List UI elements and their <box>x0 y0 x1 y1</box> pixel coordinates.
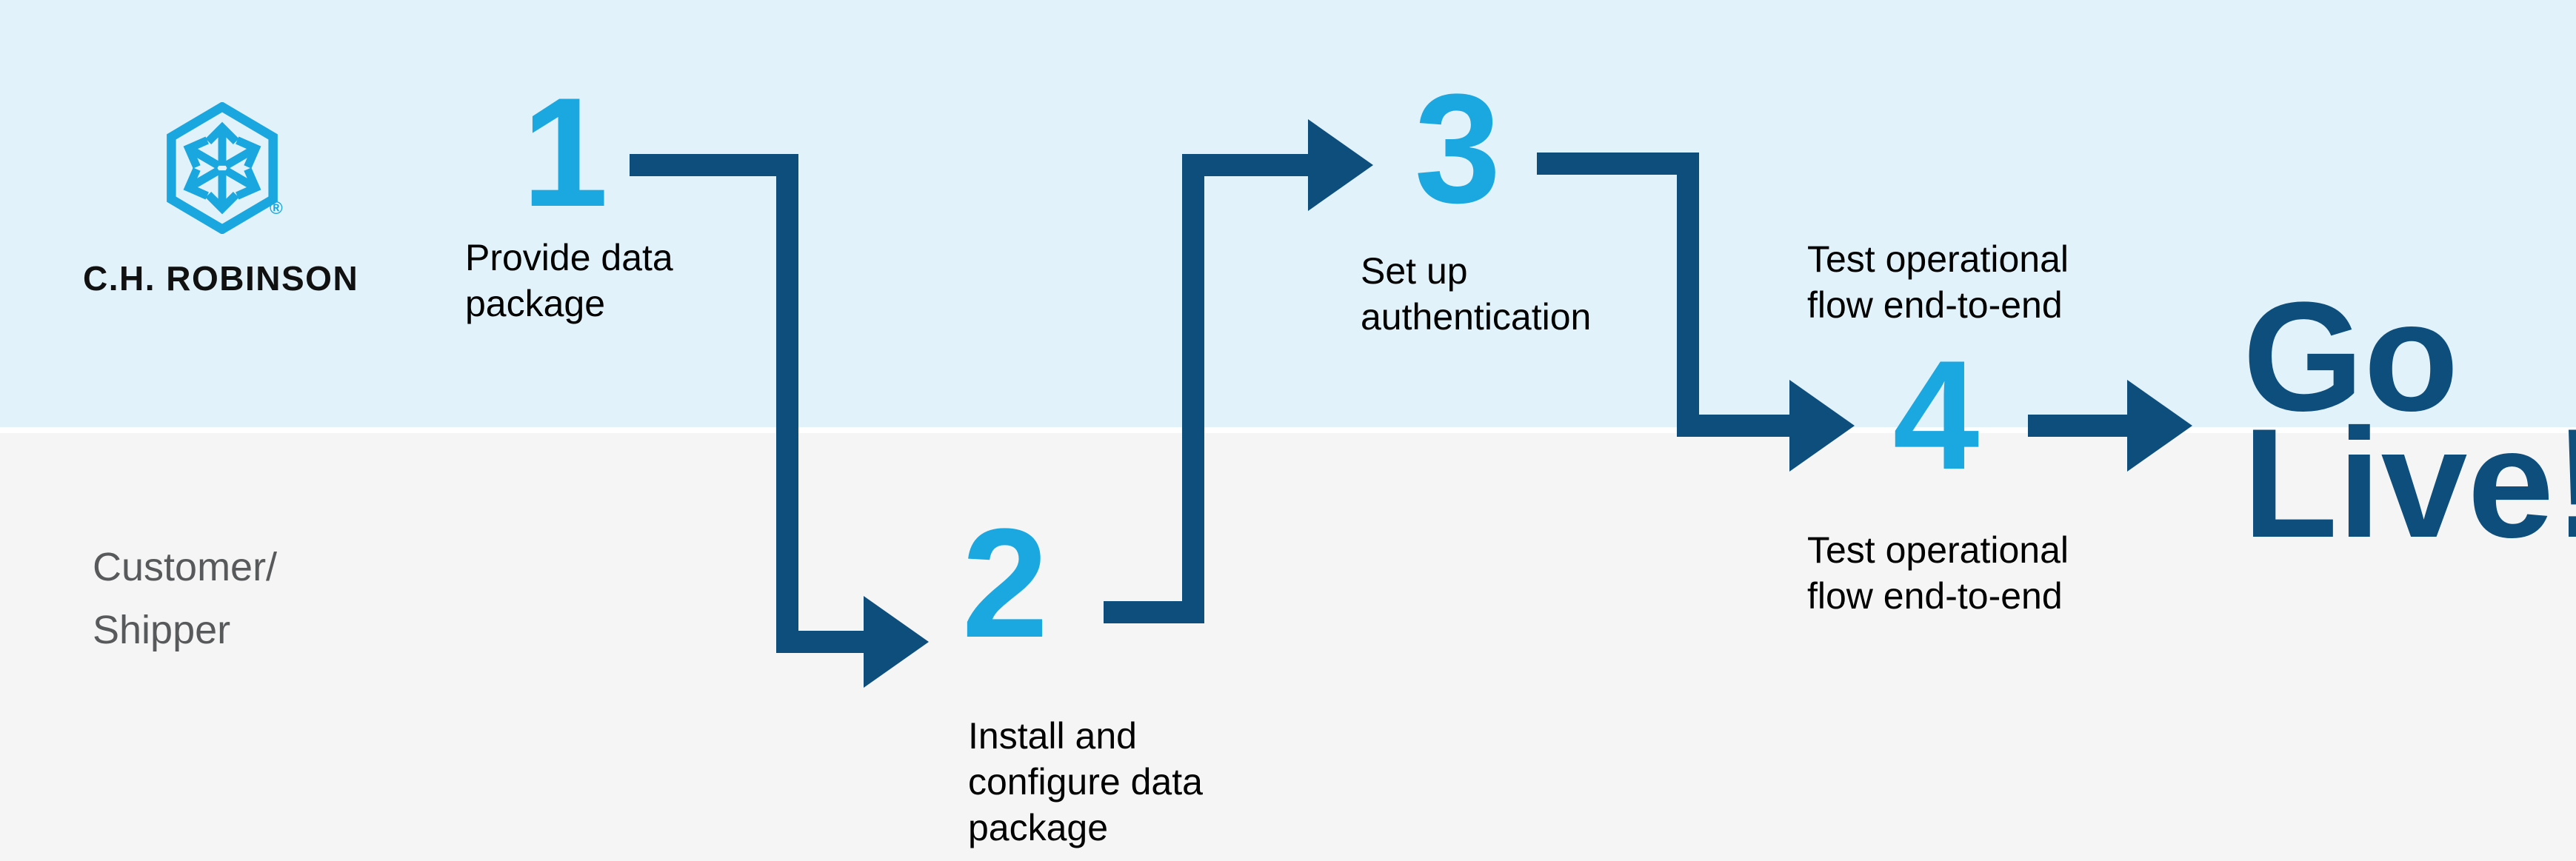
chrobinson-hexagon-logo-icon <box>167 102 278 234</box>
arrow2-vbar <box>1182 154 1204 623</box>
arrow3-hbar-top <box>1537 153 1699 175</box>
arrow4-hbar <box>2028 415 2127 437</box>
lane-caption-line1: Customer/ <box>93 545 278 589</box>
step4-label-below-line1: Test operational <box>1807 529 2069 571</box>
step1-label-line2: package <box>465 283 606 324</box>
step2-label-line1: Install and <box>968 715 1137 757</box>
go-live-line1: Go <box>2243 269 2459 443</box>
step1-label-line1: Provide data <box>465 237 673 278</box>
arrow1-hbar-bottom <box>776 631 864 653</box>
lane-caption-line2: Shipper <box>93 608 231 652</box>
lane-ch-robinson <box>0 0 2576 427</box>
step4-label-below: Test operational flow end-to-end <box>1807 527 2069 619</box>
step4-label-above: Test operational flow end-to-end <box>1807 236 2069 328</box>
arrow3-head-icon <box>1789 380 1855 472</box>
step3-label-line1: Set up <box>1361 250 1468 292</box>
go-live-line2: Live! <box>2243 396 2576 570</box>
arrow1-hbar-top <box>630 154 798 176</box>
brand-wordmark: C.H. ROBINSON <box>83 259 359 298</box>
arrow2-head-icon <box>1308 119 1373 211</box>
arrow1-vbar <box>776 154 798 653</box>
step-number-3: 3 <box>1414 61 1501 235</box>
lane-customer-shipper <box>0 433 2576 861</box>
step3-label: Set up authentication <box>1361 248 1591 340</box>
arrow2-hbar-top <box>1182 154 1308 176</box>
step1-label: Provide data package <box>465 235 673 326</box>
step2-label: Install and configure data package <box>968 713 1203 851</box>
step2-label-line2: configure data <box>968 761 1203 803</box>
registered-trademark: ® <box>270 198 283 218</box>
step4-label-above-line1: Test operational <box>1807 238 2069 280</box>
step-number-4: 4 <box>1892 328 1980 502</box>
go-live-text: Go Live! <box>2243 269 2576 570</box>
step2-label-line3: package <box>968 807 1109 848</box>
arrow4-head-icon <box>2127 380 2192 472</box>
arrow3-vbar <box>1677 153 1699 437</box>
arrow1-head-icon <box>864 596 929 688</box>
step4-label-above-line2: flow end-to-end <box>1807 284 2063 326</box>
step-number-2: 2 <box>961 496 1049 670</box>
arrow3-hbar-bottom <box>1677 415 1789 437</box>
lane-caption-customer-shipper: Customer/ Shipper <box>93 536 277 662</box>
step4-label-below-line2: flow end-to-end <box>1807 575 2063 617</box>
step3-label-line2: authentication <box>1361 296 1592 338</box>
step-number-1: 1 <box>521 65 609 239</box>
lane-divider <box>0 427 2576 433</box>
